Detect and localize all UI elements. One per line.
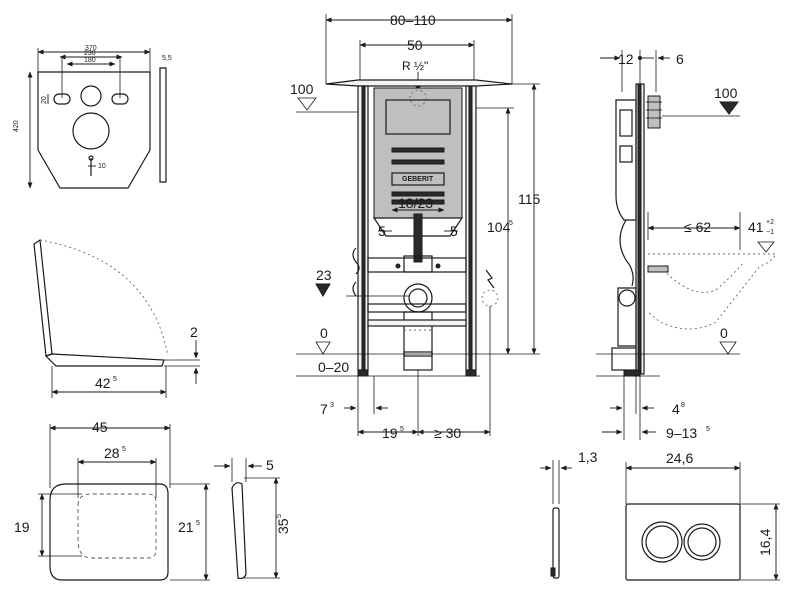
mat-slot-label: 20 [41, 96, 48, 104]
width-range-label: 80–110 [390, 12, 436, 28]
lid-side-view: 5 35 5 [214, 457, 291, 580]
seat-depth-sup: 5 [113, 376, 117, 383]
side-foot-sup: 8 [681, 402, 685, 409]
plate-height-label: 16,4 [757, 529, 773, 556]
lid-inner-height-sup: 5 [196, 520, 200, 527]
foot-sup: 3 [330, 402, 334, 409]
mat-span-b-label: 180 [84, 57, 96, 64]
floor-level-label: 0 [320, 325, 328, 341]
lid-side-height-sup: 5 [276, 514, 283, 518]
offset-left-label: 5 [378, 223, 386, 239]
lid-top-view: 45 28 5 19 21 5 [14, 419, 210, 581]
pipe-offset-sup: 5 [400, 426, 404, 433]
side-bowl-label: 41 [748, 219, 764, 235]
flush-plate: 1,3 24,6 16,4 [540, 449, 780, 581]
mat-width-label: 370 [85, 45, 97, 52]
floor-range-label: 0–20 [318, 359, 349, 375]
seat-side-view: 2 42 5 [33, 238, 200, 398]
foot-label: 7 [320, 401, 328, 417]
lid-side-height-label: 35 [275, 518, 291, 534]
side-top-b-label: 6 [676, 51, 684, 67]
mat-span-a-label: 230 [84, 50, 96, 57]
plate-side-thickness-label: 1,3 [578, 449, 598, 465]
brand-logo-text: GEBERIT [402, 176, 434, 183]
width-inner-label: 50 [407, 37, 423, 53]
mat-hole-label: 10 [98, 163, 106, 170]
mat-height-label: 420 [13, 120, 20, 132]
frame-front-view: 80–110 50 R ½" GEBERIT 18/23 5 5 [290, 12, 541, 441]
lid-height-label: 19 [14, 519, 30, 535]
sound-insulation-mat: 370 230 180 420 20 10 5,5 [13, 45, 172, 189]
side-bowl-tol-dn: −1 [766, 229, 774, 236]
side-level-label: 100 [714, 85, 738, 101]
side-floor-label: 0 [720, 325, 728, 341]
frame-side-view: 12 6 100 ≤ 62 41 +2 −1 [596, 50, 777, 441]
height-frame-sup: 5 [509, 220, 513, 227]
pipe-offset-label: 19 [382, 425, 398, 441]
lid-inner-width-sup: 5 [122, 446, 126, 453]
mat-thickness-label: 5,5 [162, 55, 172, 62]
level-left-label: 100 [290, 81, 314, 97]
seat-gap-label: 2 [190, 324, 198, 340]
seat-depth-label: 42 [95, 375, 111, 391]
side-range-label: 9–13 [666, 425, 697, 441]
thread-label: R ½" [402, 59, 428, 73]
spacing-label: ≥ 30 [434, 425, 461, 441]
lid-side-thickness-label: 5 [266, 457, 274, 473]
side-bowl-tol-up: +2 [766, 219, 774, 226]
offset-right-label: 5 [450, 223, 458, 239]
side-reach-label: ≤ 62 [684, 219, 711, 235]
lid-width-label: 45 [92, 419, 108, 435]
height-frame-label: 104 [487, 219, 511, 235]
supply-height-label: 23 [316, 267, 332, 283]
flush-spacing-label: 18/23 [398, 195, 433, 211]
height-total-label: 115 [518, 191, 541, 207]
lid-inner-width-label: 28 [104, 445, 120, 461]
side-top-a-label: 12 [618, 51, 634, 67]
lid-inner-height-label: 21 [178, 519, 194, 535]
plate-width-label: 24,6 [666, 450, 693, 466]
side-foot-label: 4 [672, 401, 680, 417]
side-range-sup: 5 [706, 426, 710, 433]
